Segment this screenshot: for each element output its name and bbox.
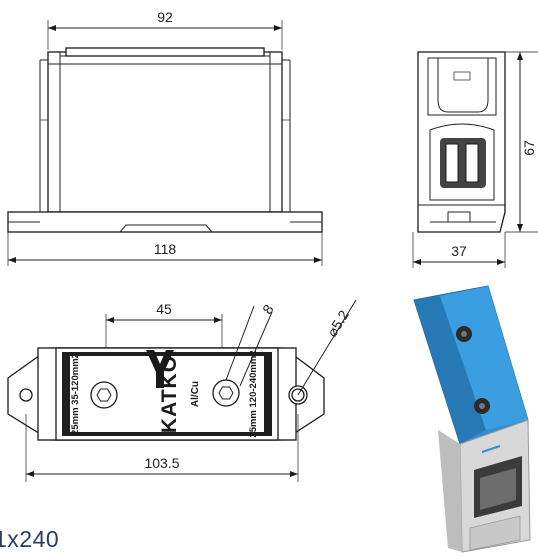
label-left-rating: 25mm 35-120mm2 bbox=[70, 353, 81, 435]
dim-label-118: 118 bbox=[154, 241, 177, 257]
katko-logo-mark bbox=[146, 350, 174, 388]
dim-label-67: 67 bbox=[521, 140, 537, 156]
dim-label-92: 92 bbox=[157, 9, 173, 25]
screw-hole-left bbox=[90, 381, 118, 409]
screw-hole-right bbox=[212, 379, 240, 407]
mount-hole-left bbox=[19, 388, 33, 402]
side-view: 67 37 bbox=[412, 51, 538, 268]
top-view: 45 25mm 35-120mm2 25mm 120-240mm2 KATKO … bbox=[7, 299, 357, 482]
dim-label-45: 45 bbox=[156, 301, 172, 317]
product-photo bbox=[413, 285, 531, 553]
front-base bbox=[7, 211, 323, 233]
label-material: Al/Cu bbox=[190, 381, 201, 407]
dim-label-103-5: 103.5 bbox=[144, 455, 179, 471]
dim-label-5-2: ⌀5.2 bbox=[324, 307, 352, 339]
model-label: 1x240 bbox=[0, 526, 60, 552]
dim-label-8: 8 bbox=[259, 301, 277, 317]
dim-label-37: 37 bbox=[451, 243, 467, 259]
front-view: 92 118 bbox=[7, 9, 323, 266]
label-right-rating: 25mm 120-240mm2 bbox=[248, 350, 259, 437]
front-body bbox=[47, 51, 283, 213]
